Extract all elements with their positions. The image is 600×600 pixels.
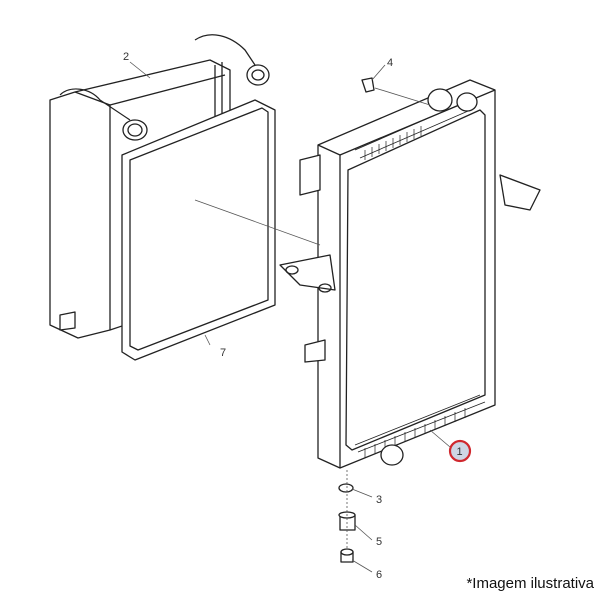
washer-part-3 bbox=[338, 483, 354, 493]
bolt-part-4 bbox=[361, 77, 375, 93]
seal-frame-part-7 bbox=[121, 99, 276, 361]
illustrative-image-note: *Imagem ilustrativa bbox=[466, 575, 594, 592]
callout-3: 3 bbox=[376, 494, 382, 506]
radiator-part-1 bbox=[279, 79, 541, 469]
callout-5: 5 bbox=[376, 536, 382, 548]
svg-text:1: 1 bbox=[457, 446, 463, 458]
intercooler-part-2 bbox=[49, 34, 270, 339]
callout-6: 6 bbox=[376, 569, 382, 581]
leader-lines bbox=[129, 61, 451, 573]
callout-4: 4 bbox=[387, 57, 393, 69]
callout-7: 7 bbox=[220, 347, 226, 359]
callout-1-highlighted: 1 bbox=[448, 439, 472, 463]
cap-part-6 bbox=[340, 548, 354, 563]
callout-2: 2 bbox=[123, 51, 129, 63]
